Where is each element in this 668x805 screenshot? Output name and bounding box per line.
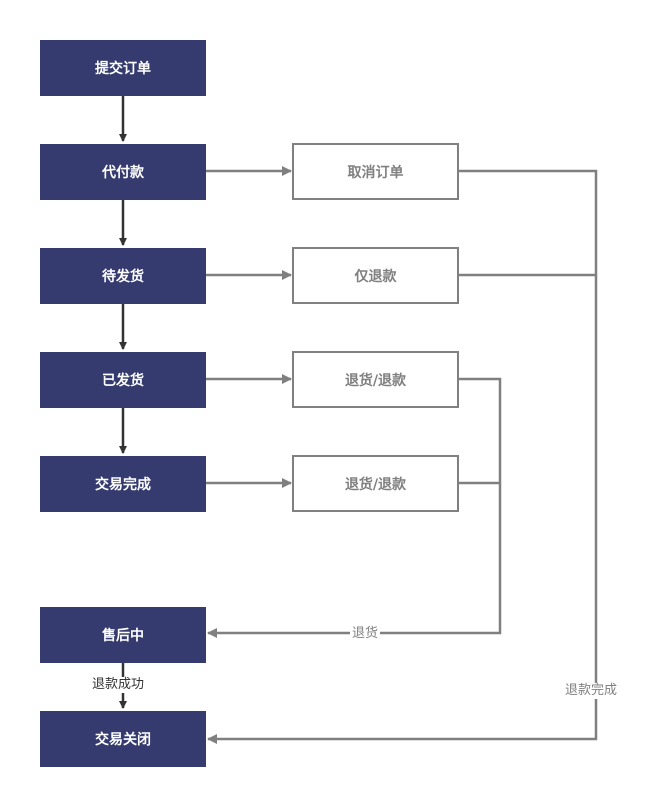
- label-refund-success: 退款成功: [90, 677, 147, 693]
- connector-return-refund-1: [459, 377, 502, 483]
- node-after-sale: 售后中: [40, 607, 206, 663]
- node-return-refund-shipped: 退货/退款: [292, 351, 459, 408]
- node-pending-payment: 代付款: [40, 144, 206, 200]
- node-submit-order: 提交订单: [40, 40, 206, 96]
- node-refund-only: 仅退款: [292, 247, 459, 304]
- node-pending-shipment: 待发货: [40, 248, 206, 304]
- node-transaction-completed: 交易完成: [40, 456, 206, 512]
- arrow-return-to-after-sale: [207, 483, 502, 638]
- node-return-refund-completed: 退货/退款: [292, 455, 459, 512]
- node-transaction-closed: 交易关闭: [40, 711, 206, 767]
- connector-cancel: [459, 169, 598, 275]
- arrow-refund-complete-to-closed: [207, 275, 598, 744]
- node-cancel-order: 取消订单: [292, 143, 459, 200]
- label-refund-complete: 退款完成: [563, 683, 620, 699]
- label-return: 退货: [350, 626, 381, 642]
- node-shipped: 已发货: [40, 352, 206, 408]
